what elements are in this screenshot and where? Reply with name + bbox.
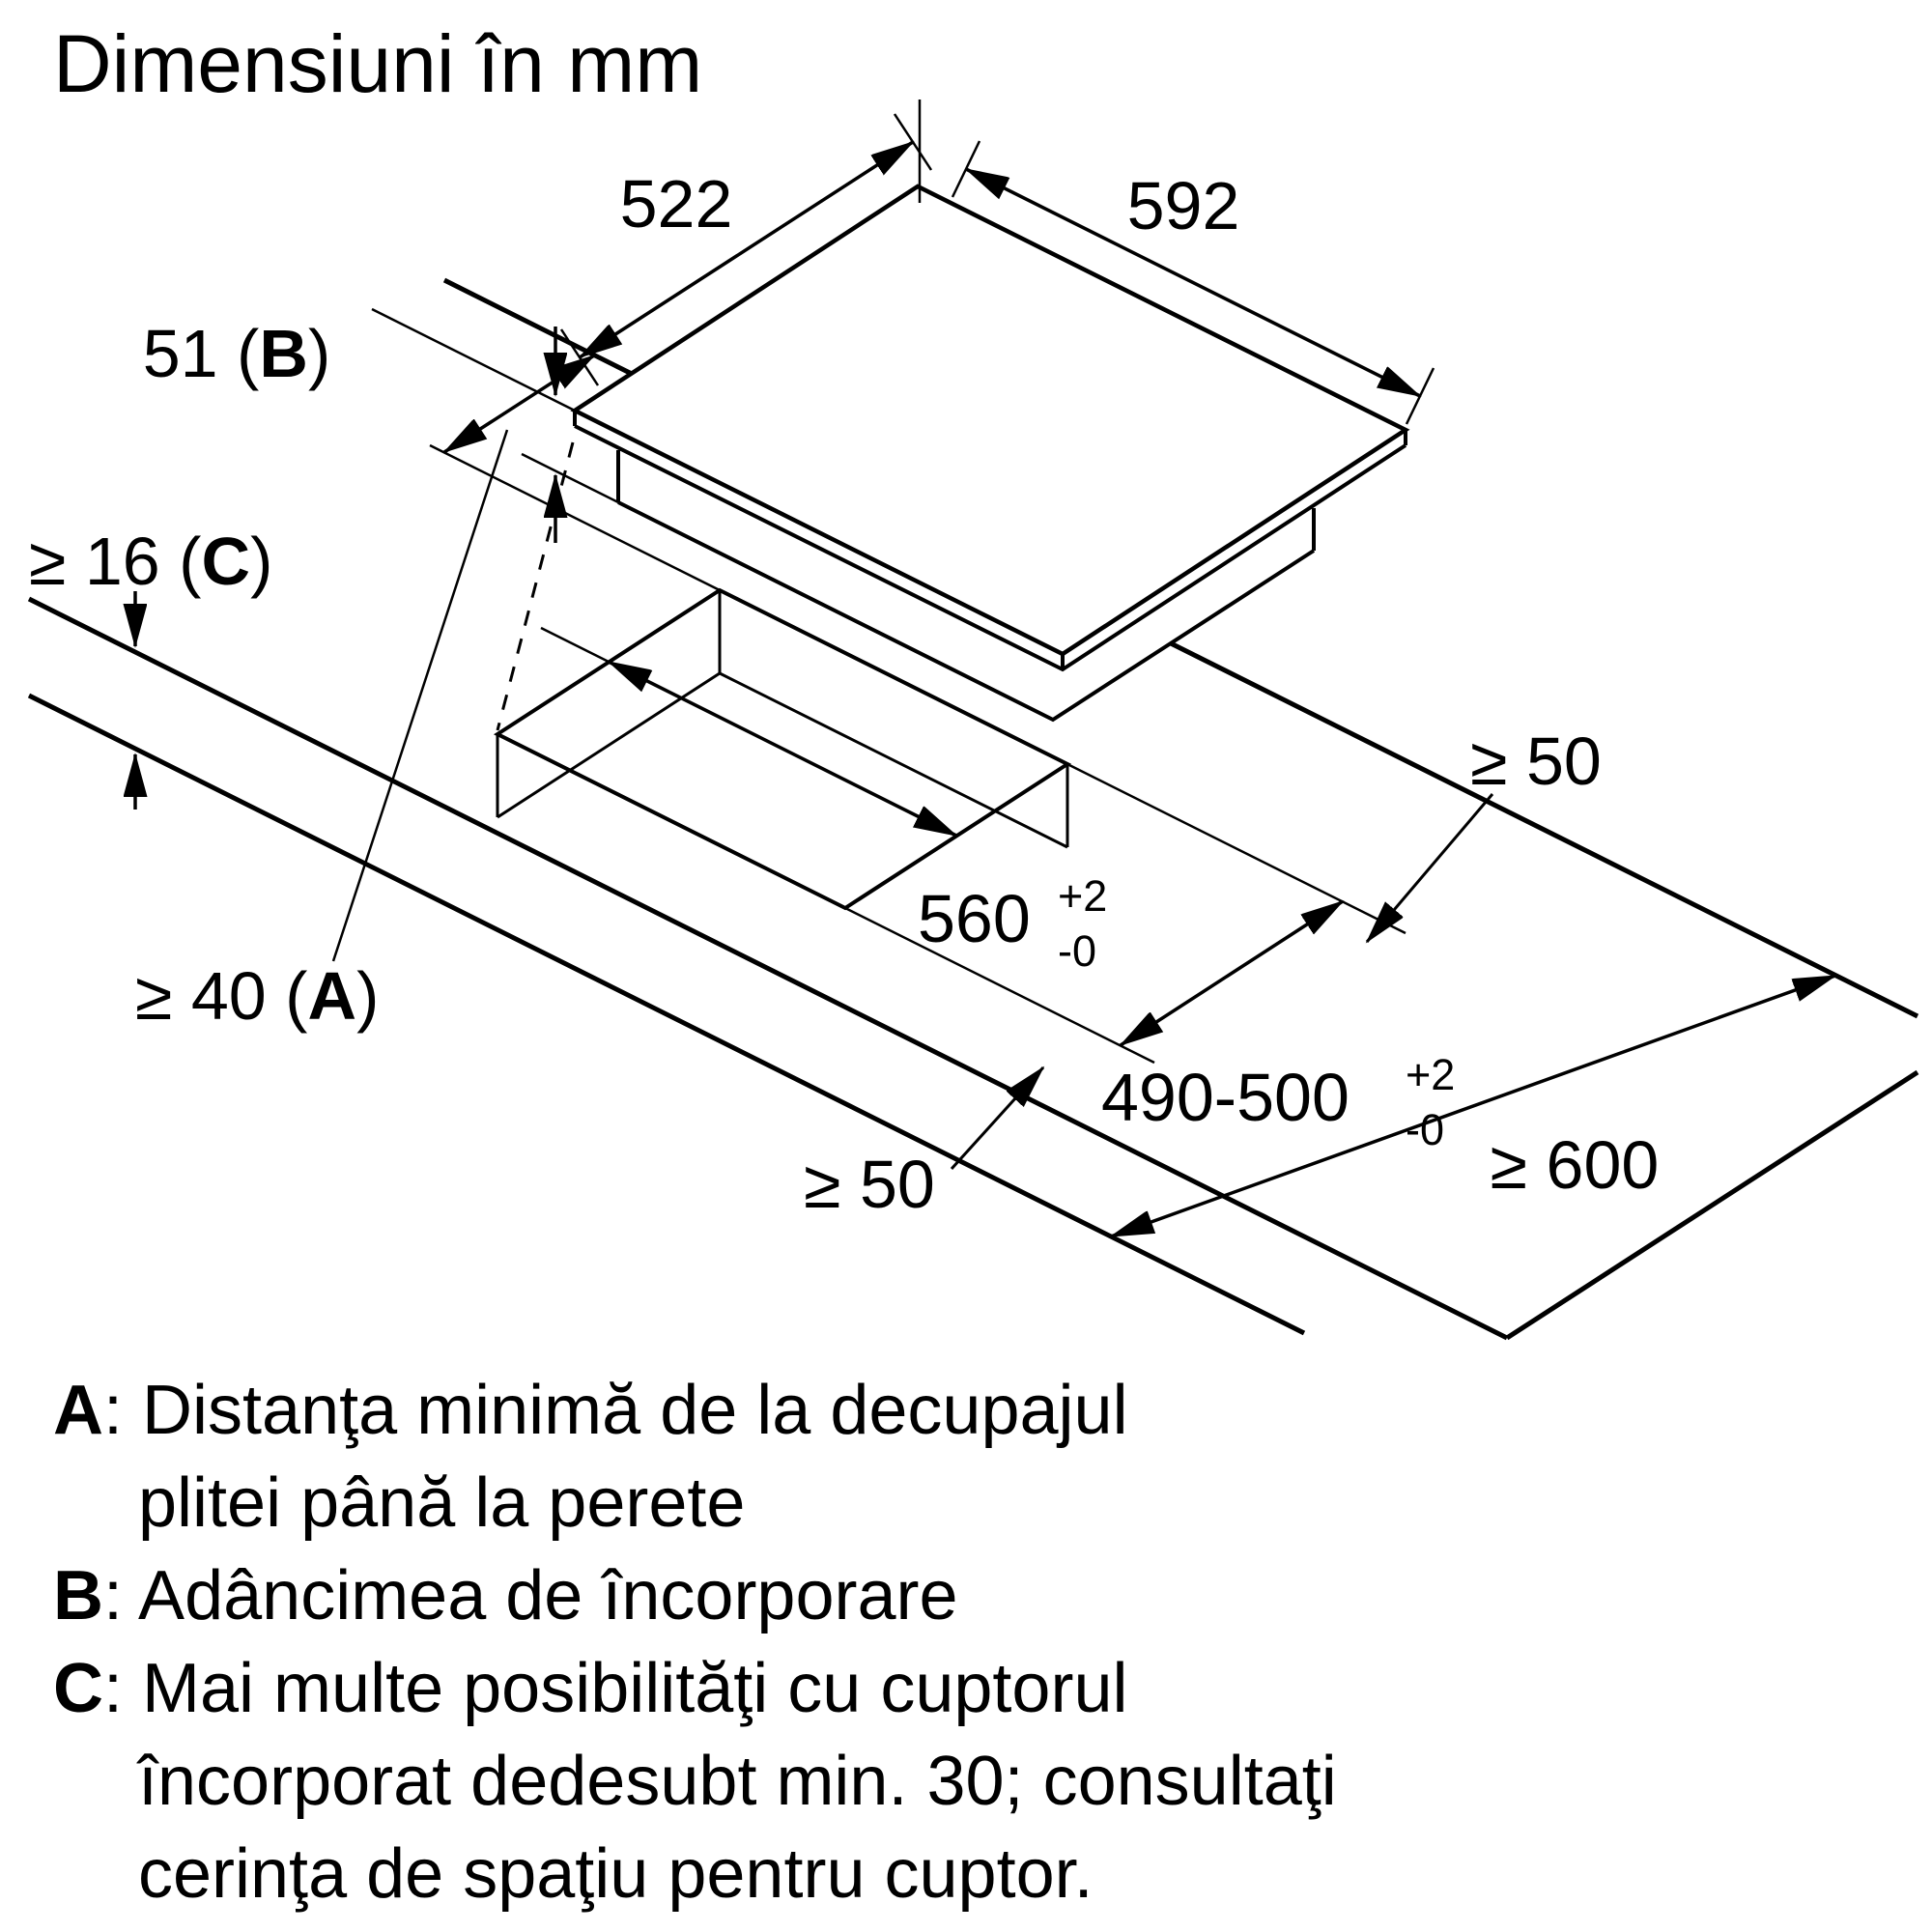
dim-560: 560 +2 -0 bbox=[609, 660, 1107, 976]
dim-16-c-label: ≥ 16 (C) bbox=[29, 524, 272, 599]
legend-item-a: A: Distanţa minimă de la decupajul bbox=[53, 1364, 1869, 1457]
hob-bottom-edge bbox=[574, 424, 1407, 672]
projection-dashed-line bbox=[496, 441, 575, 731]
legend-text: Distanţa minimă de la decupajul bbox=[142, 1372, 1128, 1449]
dim-592-label: 592 bbox=[1127, 168, 1240, 243]
leader-arrow bbox=[1367, 793, 1494, 942]
worktop-front-bottom-edge bbox=[27, 693, 1306, 1336]
extension-line bbox=[371, 307, 576, 412]
legend-item-a-cont: plitei până la perete bbox=[138, 1457, 1869, 1549]
dim-490-500-label: 490-500 bbox=[1101, 1060, 1350, 1135]
legend-text: cerinţa de spaţiu pentru cuptor. bbox=[138, 1835, 1094, 1913]
legend-separator: : bbox=[103, 1557, 124, 1634]
legend-key-c: C bbox=[53, 1650, 103, 1727]
extension-line bbox=[429, 443, 721, 592]
legend-item-c: C: Mai multe posibilităţi cu cuptorul bbox=[53, 1642, 1869, 1735]
dimension-arrow bbox=[966, 167, 1420, 398]
dim-50-front-label: ≥ 50 bbox=[804, 1147, 935, 1222]
dim-51-b-label: 51 (B) bbox=[143, 316, 331, 391]
legend-item-c-cont: cerinţa de spaţiu pentru cuptor. bbox=[138, 1828, 1869, 1920]
dim-40-a-label: ≥ 40 (A) bbox=[135, 958, 379, 1034]
dim-600: ≥ 600 bbox=[1111, 974, 1835, 1238]
page-title: Dimensiuni în mm bbox=[53, 18, 702, 109]
legend-item-c-cont: încorporat dedesubt min. 30; consultaţi bbox=[138, 1735, 1869, 1828]
leader-arrow bbox=[950, 1067, 1043, 1171]
dimension-tick bbox=[1405, 367, 1435, 425]
dim-560-tolerance-sub: -0 bbox=[1058, 926, 1096, 976]
worktop-right-end-edge bbox=[1505, 1069, 1919, 1341]
extension-line bbox=[540, 626, 610, 664]
dimension-arrow bbox=[1111, 974, 1835, 1238]
extension-line bbox=[844, 906, 1155, 1065]
dim-600-label: ≥ 600 bbox=[1491, 1127, 1660, 1203]
dim-490-500: 490-500 +2 -0 bbox=[1101, 899, 1455, 1154]
legend-text: Mai multe posibilităţi cu cuptorul bbox=[142, 1650, 1128, 1727]
dimension-tick bbox=[951, 140, 981, 198]
dimension-tick bbox=[893, 113, 933, 171]
hob-base-box bbox=[617, 500, 1316, 723]
dim-50-right-label: ≥ 50 bbox=[1470, 724, 1602, 799]
dimension-arrow bbox=[444, 354, 594, 454]
dim-50-front: ≥ 50 bbox=[804, 1067, 1043, 1222]
leader-line bbox=[331, 429, 509, 962]
dimension-arrow bbox=[1121, 899, 1343, 1047]
legend-key-a: A bbox=[53, 1372, 103, 1449]
hob bbox=[371, 184, 1410, 723]
dim-592: 592 bbox=[918, 99, 1435, 425]
hob-top-surface bbox=[570, 184, 1410, 657]
dimension-arrow bbox=[609, 660, 956, 838]
dim-490-500-tolerance-sup: +2 bbox=[1406, 1050, 1455, 1099]
dimension-tick bbox=[559, 328, 600, 386]
dim-16-c: ≥ 16 (C) bbox=[29, 524, 272, 810]
dim-51-b: 51 (B) bbox=[143, 316, 555, 543]
dim-522: 522 bbox=[559, 113, 933, 386]
dimension-arrow bbox=[580, 140, 913, 359]
dim-522-label: 522 bbox=[620, 166, 733, 242]
legend-text: plitei până la perete bbox=[138, 1464, 746, 1542]
legend-item-b: B: Adâncimea de încorporare bbox=[53, 1549, 1869, 1642]
legend-text: încorporat dedesubt min. 30; consultaţi bbox=[138, 1743, 1337, 1820]
dim-40-a: ≥ 40 (A) bbox=[135, 354, 594, 1034]
dim-50-right: ≥ 50 bbox=[1367, 724, 1602, 942]
extension-line bbox=[521, 452, 619, 504]
dim-560-tolerance-sup: +2 bbox=[1058, 871, 1107, 921]
legend-separator: : bbox=[103, 1650, 124, 1727]
worktop-back-edge bbox=[1169, 640, 1919, 1019]
legend-text: Adâncimea de încorporare bbox=[138, 1557, 958, 1634]
legend-separator: : bbox=[103, 1372, 124, 1449]
dim-560-label: 560 bbox=[918, 881, 1031, 956]
legend: A: Distanţa minimă de la decupajul plite… bbox=[53, 1364, 1869, 1920]
extension-line bbox=[1066, 762, 1406, 935]
legend-key-b: B bbox=[53, 1557, 103, 1634]
